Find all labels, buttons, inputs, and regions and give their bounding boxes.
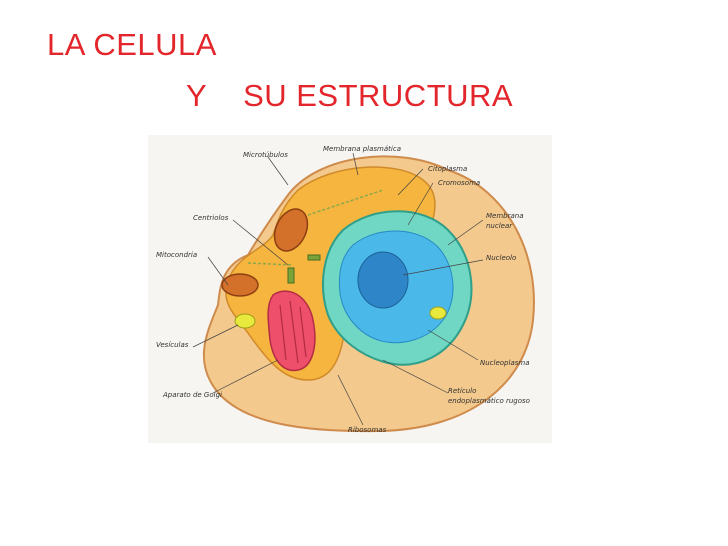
slide-title-line2: Y SU ESTRUCTURA: [186, 78, 514, 113]
label-mitocondria: Mitocondria: [156, 251, 197, 259]
slide-title-line1: LA CELULA: [47, 27, 217, 62]
label-reticulo-1: Retículo: [448, 387, 476, 395]
microtubules: [247, 189, 384, 266]
label-ribosomas: Ribosomas: [348, 426, 387, 434]
mitochondrion-2: [221, 273, 259, 297]
label-reticulo-2: endoplasmático rugoso: [448, 397, 530, 405]
centriole-2: [307, 254, 321, 261]
label-membrana-plasmatica: Membrana plasmática: [323, 145, 401, 153]
label-vesiculas: Vesículas: [156, 341, 189, 349]
vesicle-1: [234, 313, 256, 329]
vesicle-2: [429, 306, 447, 320]
label-aparato-golgi: Aparato de Golgi: [162, 391, 222, 399]
label-nucleoplasma: Nucleoplasma: [480, 359, 530, 367]
centriole-1: [287, 267, 295, 284]
label-citoplasma: Citoplasma: [428, 165, 467, 173]
label-membrana-nuclear-1: Membrana: [486, 212, 524, 220]
label-microtubulos: Microtúbulos: [243, 151, 288, 159]
cell-illustration: Microtúbulos Membrana plasmática Citopla…: [156, 145, 535, 434]
cell-diagram: Microtúbulos Membrana plasmática Citopla…: [148, 135, 552, 443]
mitochondrion-1: [273, 208, 309, 252]
label-cromosoma: Cromosoma: [438, 179, 480, 187]
label-nucleolo: Nucleolo: [486, 254, 516, 262]
label-centriolos: Centriolos: [193, 214, 229, 222]
golgi-apparatus: [267, 290, 316, 372]
nucleolus: [357, 251, 409, 309]
label-membrana-nuclear-2: nuclear: [486, 222, 513, 230]
